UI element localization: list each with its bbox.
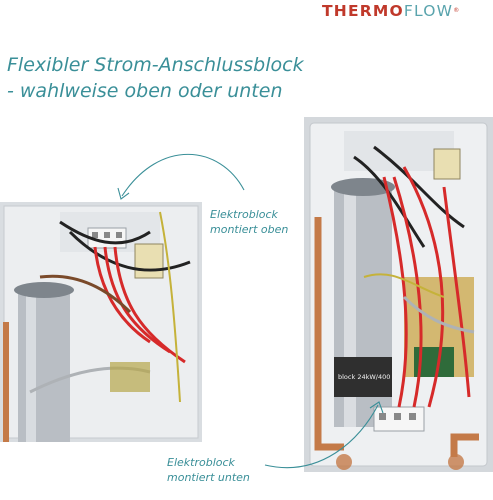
brand-registered-mark: ® — [453, 7, 460, 14]
photo-heater-block-bottom: block 24kW/400 V — [304, 117, 493, 472]
label-block-top: Elektroblock montiert oben — [210, 207, 305, 239]
photo-heater-block-bottom-illustration: block 24kW/400 V — [304, 117, 493, 472]
photo-heater-block-top-illustration — [0, 202, 202, 442]
brand-logo-thermo: THERMO — [322, 2, 404, 20]
photo-heater-block-top — [0, 202, 202, 442]
label-block-bottom: Elektroblock montiert unten — [167, 455, 262, 487]
label-block-bottom-line-1: Elektroblock — [167, 456, 235, 469]
arrow-top-curve — [121, 153, 245, 197]
brand-logo: THERMOFLOW® — [322, 0, 493, 22]
arrow-top-head — [117, 187, 130, 200]
headline: Flexibler Strom-Anschlussblock - wahlwei… — [7, 52, 317, 106]
label-block-top-line-2: montiert oben — [210, 223, 289, 236]
heater-label-text: block 24kW/400 V — [338, 373, 397, 381]
headline-line-1: Flexibler Strom-Anschlussblock — [7, 54, 304, 76]
label-block-top-line-1: Elektroblock — [210, 208, 278, 221]
headline-line-2: - wahlweise oben oder unten — [7, 80, 283, 102]
label-block-bottom-line-2: montiert unten — [167, 471, 250, 484]
brand-logo-flow: FLOW — [403, 2, 454, 20]
